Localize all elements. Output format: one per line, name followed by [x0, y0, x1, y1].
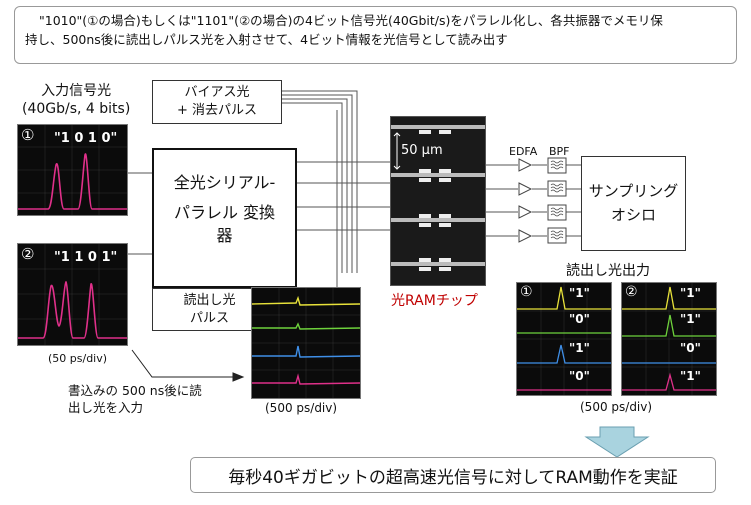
description-line-2: 持し、500ns後に読出しパルス光を入射させて、4ビット情報を光信号として読み出…	[25, 32, 508, 47]
output-scope-2-traces	[622, 283, 716, 395]
output-scale-label: (500 ps/div)	[580, 400, 653, 414]
edfa-label: EDFA	[509, 145, 538, 158]
edfa-amplifier-icons	[518, 158, 533, 243]
bias-box-line-1: バイアス光	[184, 85, 250, 100]
oscilloscope-line-2: オシロ	[610, 206, 656, 224]
output-1-bit-2: "0"	[569, 312, 590, 326]
bandpass-filter-icons	[547, 157, 567, 244]
chip-label: 光RAMチップ	[391, 293, 478, 309]
input-title-line-1: 入力信号光	[41, 83, 112, 99]
output-1-bit-1: "1"	[569, 286, 590, 300]
description-banner: "1010"(①の場合)もしくは"1101"(②の場合)の4ビット信号光(40G…	[14, 6, 737, 64]
conclusion-text: 毎秒40ギガビットの超高速光信号に対してRAM動作を実証	[228, 467, 678, 488]
bpf-label: BPF	[549, 145, 570, 158]
scope-2-bits: "1 1 0 1"	[54, 250, 118, 265]
output-2-bit-1: "1"	[680, 286, 701, 300]
serial-parallel-converter: 全光シリアル- パラレル 変換 器	[152, 148, 297, 288]
converter-line-3: 器	[216, 226, 233, 245]
input-scope-1: ① "1 0 1 0"	[17, 124, 128, 216]
scope-1-number: ①	[21, 126, 35, 144]
note-line-2: 出し光を入力	[68, 400, 144, 415]
input-scope-1-trace	[18, 125, 127, 215]
bias-box-line-2: + 消去パルス	[176, 103, 258, 118]
output-scope-2: ② "1" "1" "0" "1"	[621, 282, 717, 396]
input-title-line-2: (40Gb/s, 4 bits)	[22, 101, 131, 117]
output-scope-1-traces	[517, 283, 611, 395]
read-box-line-1: 読出し光	[183, 293, 236, 308]
conclusion-banner: 毎秒40ギガビットの超高速光信号に対してRAM動作を実証	[190, 457, 716, 493]
input-scale-label: (50 ps/div)	[48, 352, 108, 365]
description-line-1: "1010"(①の場合)もしくは"1101"(②の場合)の4ビット信号光(40G…	[39, 13, 663, 28]
input-title: 入力信号光 (40Gb/s, 4 bits)	[22, 82, 130, 118]
output-2-number: ②	[625, 284, 638, 300]
bias-light-box: バイアス光 + 消去パルス	[152, 80, 282, 124]
sampling-oscilloscope: サンプリング オシロ	[581, 156, 686, 251]
oscilloscope-line-1: サンプリング	[588, 182, 679, 200]
note-arrow	[131, 349, 245, 382]
output-2-bit-3: "0"	[680, 341, 701, 355]
input-scope-2: ② "1 1 0 1"	[17, 243, 128, 346]
chip-scale-label: 50 μm	[401, 143, 443, 158]
output-scope-1: ① "1" "0" "1" "0"	[516, 282, 612, 396]
optical-ram-chip: 50 μm	[390, 116, 486, 286]
parallel-output-scope	[251, 287, 361, 399]
write-read-note: 書込みの 500 ns後に読 出し光を入力	[68, 382, 202, 416]
output-2-bit-2: "1"	[680, 312, 701, 326]
read-pulse-box: 読出し光 パルス	[152, 288, 267, 331]
read-box-line-2: パルス	[189, 311, 229, 326]
parallel-scale-label: (500 ps/div)	[265, 401, 338, 415]
converter-line-2: パラレル 変換	[173, 203, 276, 222]
converter-line-1: 全光シリアル-	[173, 173, 276, 192]
chip-resonators	[391, 125, 485, 271]
output-1-number: ①	[520, 284, 533, 300]
output-title: 読出し光出力	[566, 263, 650, 279]
parallel-scope-traces	[251, 288, 361, 398]
input-scope-2-trace	[18, 244, 127, 345]
output-2-bit-4: "1"	[680, 369, 701, 383]
scope-2-number: ②	[21, 245, 35, 263]
output-1-bit-4: "0"	[569, 369, 590, 383]
scope-1-bits: "1 0 1 0"	[54, 131, 118, 146]
down-arrow	[584, 426, 650, 458]
note-line-1: 書込みの 500 ns後に読	[68, 383, 202, 398]
output-1-bit-3: "1"	[569, 341, 590, 355]
